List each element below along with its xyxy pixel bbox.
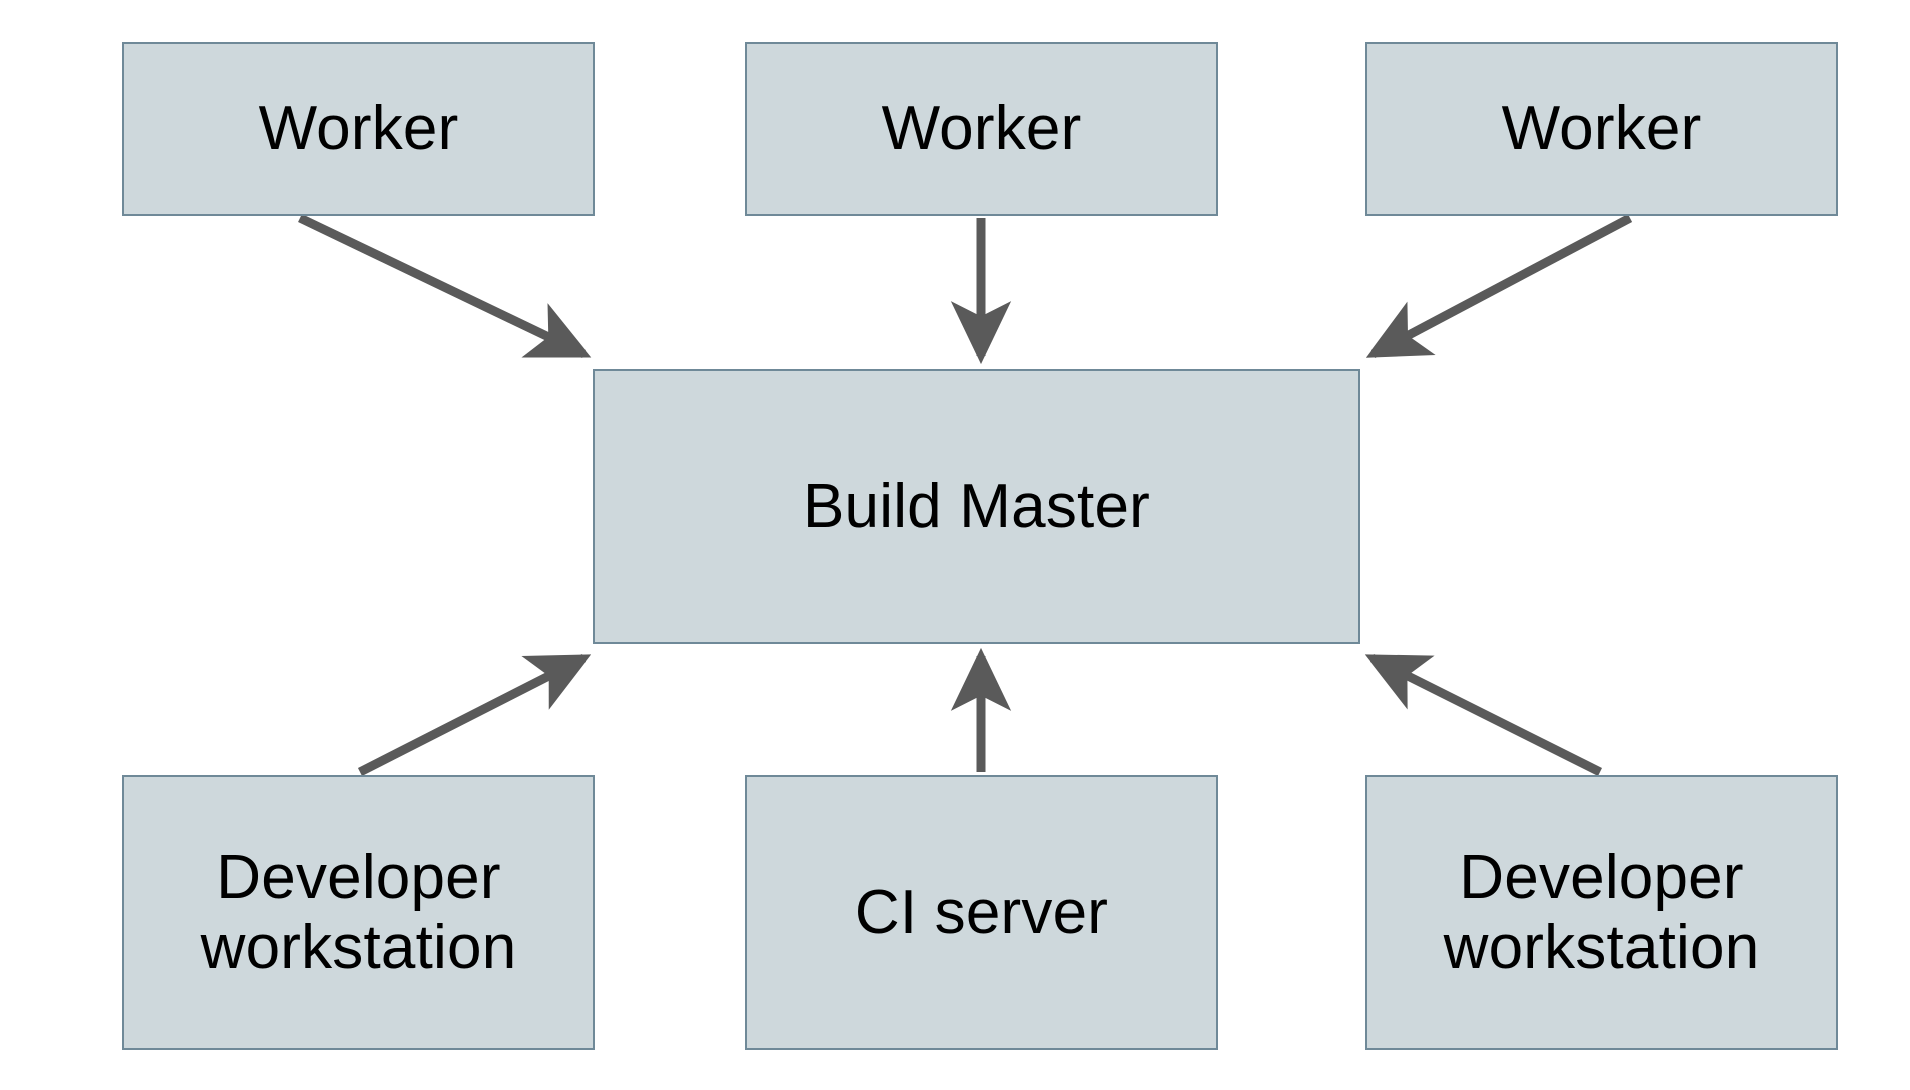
node-build-master[interactable]: Build Master [593,369,1360,644]
node-developer-workstation-left[interactable]: Developer workstation [122,775,595,1050]
node-worker-2-label: Worker [881,94,1082,164]
node-worker-1-label: Worker [258,94,459,164]
node-worker-2[interactable]: Worker [745,42,1218,216]
node-ci-server[interactable]: CI server [745,775,1218,1050]
edge-dev-ws-right-to-build-master [1364,653,1603,777]
node-developer-workstation-left-label: Developer workstation [200,843,517,982]
node-worker-3-label: Worker [1501,94,1702,164]
node-build-master-label: Build Master [803,471,1150,541]
node-worker-3[interactable]: Worker [1365,42,1838,216]
edge-dev-ws-left-to-build-master [357,653,592,777]
edge-worker-3-to-build-master [1365,214,1633,358]
node-developer-workstation-right-label: Developer workstation [1443,843,1760,982]
node-developer-workstation-right[interactable]: Developer workstation [1365,775,1838,1050]
node-worker-1[interactable]: Worker [122,42,595,216]
edge-worker-1-to-build-master [298,213,592,359]
node-ci-server-label: CI server [854,877,1109,947]
